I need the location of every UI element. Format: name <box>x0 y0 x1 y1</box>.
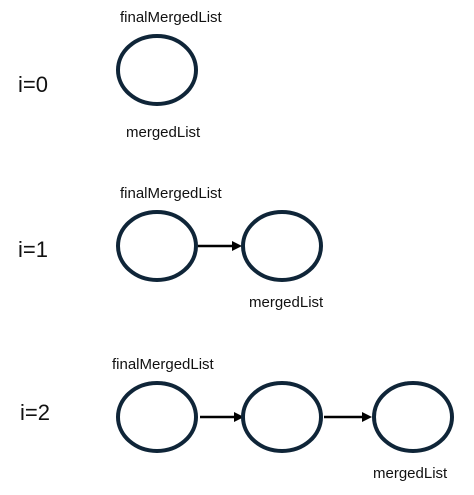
step-label-i0: i=0 <box>18 72 48 97</box>
list-node-i2-2 <box>372 381 454 453</box>
list-node-i1-0 <box>116 210 198 282</box>
list-node-i1-1 <box>241 210 323 282</box>
step-label-i2: i=2 <box>20 400 50 425</box>
row-i0: i=0 finalMergedList mergedList <box>18 9 223 141</box>
tail-label-i1: mergedList <box>249 294 324 311</box>
arrow-head-i1-0 <box>232 241 242 251</box>
list-node-i0-0 <box>116 34 198 106</box>
head-label-i2: finalMergedList <box>112 356 215 373</box>
step-label-i1: i=1 <box>18 237 48 262</box>
arrow-head-i2-1 <box>362 412 372 422</box>
row-i2: i=2 finalMergedList mergedList <box>20 356 454 482</box>
tail-label-i0: mergedList <box>126 124 201 141</box>
list-node-i2-1 <box>241 381 323 453</box>
arrow-head-i2-0 <box>234 412 244 422</box>
head-label-i1: finalMergedList <box>120 185 223 202</box>
head-label-i0: finalMergedList <box>120 9 223 26</box>
row-i1: i=1 finalMergedList mergedList <box>18 185 324 311</box>
tail-label-i2: mergedList <box>373 465 448 482</box>
list-node-i2-0 <box>116 381 198 453</box>
